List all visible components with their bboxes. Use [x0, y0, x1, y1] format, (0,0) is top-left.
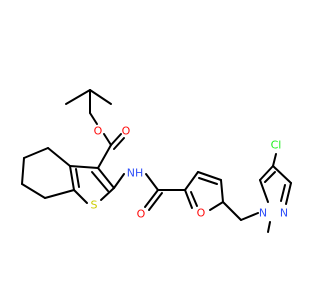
bond — [100, 187, 115, 201]
bond — [65, 89, 91, 105]
bond — [259, 165, 274, 181]
bond — [89, 89, 112, 105]
molecule-structure: O O S NH O O N N Cl — [21, 89, 292, 233]
bond — [285, 182, 292, 205]
bond — [222, 201, 242, 221]
pyrazole-n2-label: N — [280, 207, 288, 220]
sulfur-label: S — [91, 199, 98, 212]
bond — [264, 171, 276, 183]
bond — [148, 192, 163, 211]
bond — [240, 212, 259, 221]
bond — [89, 112, 98, 125]
bond — [184, 189, 193, 209]
bond — [220, 179, 224, 203]
bond — [23, 147, 49, 159]
bond — [198, 177, 218, 185]
bond — [272, 165, 292, 184]
bond — [197, 171, 222, 181]
bond — [97, 144, 112, 169]
bond — [91, 171, 109, 192]
bond — [97, 167, 115, 189]
bond — [145, 173, 159, 191]
chlorine-label: Cl — [271, 139, 282, 152]
furan-oxygen-label: O — [197, 207, 206, 220]
bond — [190, 191, 198, 207]
amide-oxygen-label: O — [137, 208, 146, 221]
bond — [75, 168, 80, 188]
bond — [103, 133, 112, 146]
bond — [184, 171, 199, 191]
ester-oxygen-label: O — [94, 125, 103, 138]
bond — [47, 147, 71, 167]
bond — [209, 201, 224, 211]
bond-layer — [21, 89, 292, 233]
bond — [280, 184, 286, 202]
bond — [73, 189, 88, 204]
bond — [113, 173, 125, 189]
bond — [69, 165, 99, 169]
bond — [272, 153, 277, 167]
bond — [267, 221, 271, 233]
bond — [44, 189, 75, 199]
bond — [259, 179, 269, 203]
bond — [113, 137, 125, 150]
bond — [144, 189, 159, 208]
bond — [21, 157, 25, 185]
atom-label-layer: O O S NH O O N N Cl — [91, 125, 289, 221]
bond — [110, 133, 122, 146]
amide-nh-label: NH — [127, 167, 144, 180]
pyrazole-n1-label: N — [259, 207, 267, 220]
carbonyl-oxygen-label: O — [122, 125, 131, 138]
bond — [21, 183, 46, 199]
bond — [69, 165, 75, 191]
